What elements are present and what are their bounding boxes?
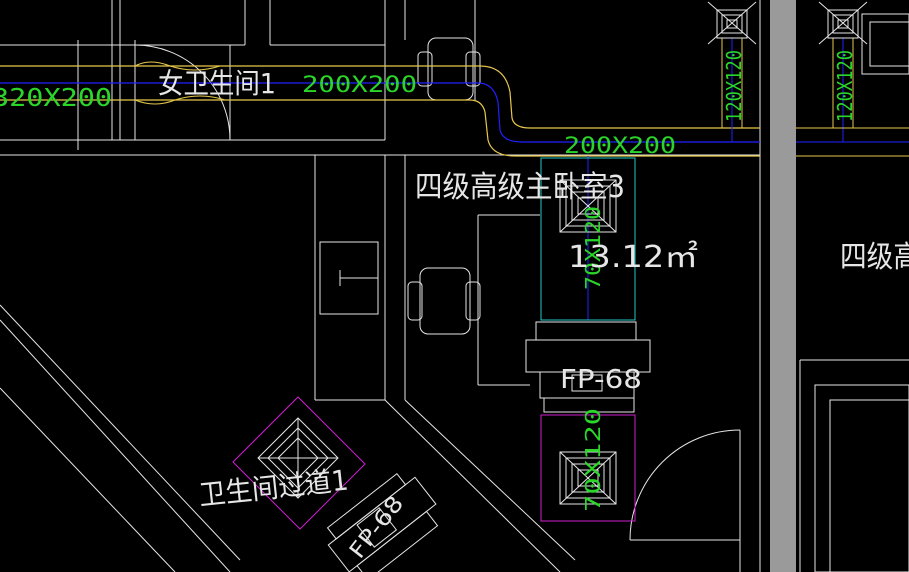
- vertical-duct-label-lower: 70X120: [581, 408, 605, 512]
- fan-coil-unit-diag: [326, 472, 439, 572]
- duct-flex: [134, 61, 221, 71]
- diffuser-upper: [559, 179, 617, 233]
- chair-lower: [407, 267, 481, 335]
- diffuser-zone-lower: [540, 414, 636, 522]
- chair-upper: [417, 37, 481, 101]
- duct-size-label-right: 200X200: [564, 134, 676, 159]
- fan-coil-label-diag: FP-68: [345, 492, 409, 564]
- diffuser-diag: [257, 417, 339, 499]
- room-area-label: 13.12㎡: [568, 240, 698, 275]
- vertical-duct-label-upper: 70X120: [581, 206, 605, 290]
- riser-size-label-b: 120X120: [833, 50, 857, 122]
- diffuser-zone-upper: [540, 157, 636, 321]
- door-swing: [629, 429, 741, 541]
- wall: [0, 387, 176, 572]
- structural-column: [770, 0, 796, 572]
- room-label-neighbor: 四级高: [840, 240, 909, 275]
- sofa: [814, 384, 909, 572]
- diffuser-lower: [559, 451, 617, 505]
- sofa-arm: [829, 399, 909, 572]
- fixture-box: [869, 21, 909, 67]
- fixture-box: [861, 13, 909, 75]
- door-swing: [134, 44, 231, 141]
- duct-upper-edge: [0, 65, 760, 129]
- riser-size-label-a: 120X120: [722, 50, 746, 122]
- duct-lower-edge: [0, 99, 760, 157]
- room-label-master-bedroom: 四级高级主卧室3: [415, 170, 625, 205]
- fan-coil-label-main: FP-68: [560, 365, 642, 395]
- wall: [0, 304, 241, 561]
- duct-size-label-middle: 200X200: [302, 73, 417, 98]
- diffuser-riser-a: [707, 1, 757, 45]
- room-label-restroom: 女卫生间1: [158, 67, 276, 100]
- wall: [384, 399, 561, 572]
- duct-flex: [134, 95, 226, 105]
- equipment-zones: [232, 157, 636, 530]
- diag-equipment-zone: [232, 396, 366, 530]
- diffuser-riser-b: [818, 1, 868, 45]
- duct-layer: [0, 38, 909, 320]
- duct-size-label-left: 320X200: [0, 82, 112, 112]
- wall: [0, 319, 231, 572]
- fan-coil-unit-main: [525, 321, 651, 413]
- wall: [404, 399, 576, 561]
- room-label-passage: 卫生间过道1: [197, 463, 350, 511]
- duct-centerline: [0, 82, 760, 143]
